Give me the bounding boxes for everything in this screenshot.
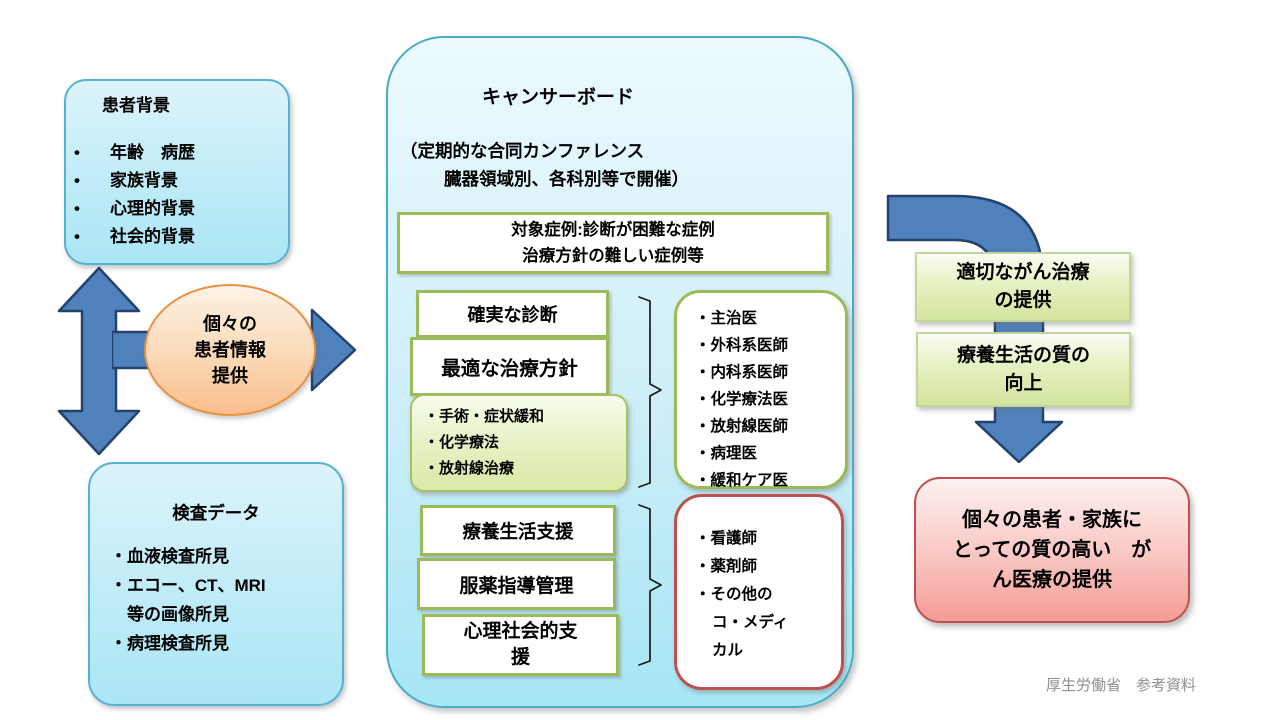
diagnosis-box: 確実な診断 xyxy=(416,290,609,338)
list-item: ・血液検査所見 xyxy=(110,547,229,566)
list-item: ・内科系医師 xyxy=(695,364,789,381)
list-item: 家族背景 xyxy=(66,167,288,195)
target-case-line: 対象症例:診断が困難な症例 xyxy=(511,221,715,239)
list-item: 心理的背景 xyxy=(66,195,288,223)
doctors-list: ・主治医 ・外科系医師 ・内科系医師 ・化学療法医 ・放射線医師 ・病理医 ・緩… xyxy=(695,305,788,494)
test-data-list: ・血液検査所見 ・エコー、CT、MRI 等の画像所見 ・病理検査所見 xyxy=(110,542,266,658)
bracket-icon xyxy=(638,296,662,488)
list-item: ・主治医 xyxy=(695,310,758,327)
ellipse-text-line: 個々の xyxy=(203,314,257,334)
list-item: ・薬剤師 xyxy=(695,558,758,575)
final-goal-line: とっての質の高い が xyxy=(952,539,1152,561)
treatment-items-list: ・手術・症状緩和 ・化学療法 ・放射線治療 xyxy=(424,404,544,482)
list-item: ・エコー、CT、MRI xyxy=(110,576,266,595)
list-item: ・緩和ケア医 xyxy=(695,472,789,489)
target-case-box: 対象症例:診断が困難な症例 治療方針の難しい症例等 xyxy=(397,212,829,274)
final-goal-line: 個々の患者・家族に xyxy=(962,509,1142,531)
list-item: 等の画像所見 xyxy=(127,605,229,624)
test-data-box: 検査データ ・血液検査所見 ・エコー、CT、MRI 等の画像所見 ・病理検査所見 xyxy=(88,462,344,706)
list-item: ・化学療法医 xyxy=(695,391,789,408)
list-item: ・その他の xyxy=(695,586,773,603)
final-goal-line: ん医療の提供 xyxy=(992,569,1112,591)
outcome-line: 適切ながん治療 xyxy=(956,262,1090,283)
outcome-treatment-box: 適切ながん治療 の提供 xyxy=(915,252,1131,322)
treatment-items-box: ・手術・症状緩和 ・化学療法 ・放射線治療 xyxy=(410,394,628,492)
ellipse-text-line: 患者情報 xyxy=(194,340,266,360)
list-item: ・看護師 xyxy=(695,530,758,547)
cancer-board-subtitle-line: （定期的な合同カンファレンス xyxy=(400,141,645,161)
source-credit: 厚生労働省 参考資料 xyxy=(1046,677,1197,694)
list-item: ・外科系医師 xyxy=(695,337,789,354)
bracket-icon xyxy=(638,504,662,666)
list-item: 年齢 病歴 xyxy=(66,139,288,167)
list-item: カル xyxy=(712,642,744,659)
bent-down-arrow-icon xyxy=(886,194,1064,464)
comedical-box: ・看護師 ・薬剤師 ・その他の コ・メディ カル xyxy=(674,494,844,690)
cancer-board-subtitle-line: 臓器領域別、各科別等で開催） xyxy=(444,169,689,189)
up-down-arrow-icon xyxy=(57,266,141,456)
comedical-list: ・看護師 ・薬剤師 ・その他の コ・メディ カル xyxy=(695,525,788,665)
patient-background-title: 患者背景 xyxy=(102,96,170,115)
support-life-box: 療養生活支援 xyxy=(420,505,616,556)
outcome-line: 療養生活の質の xyxy=(956,344,1090,366)
list-item: ・化学療法 xyxy=(424,434,500,451)
support-psychosocial-line: 心理社会的支 xyxy=(463,621,578,642)
list-item: ・放射線治療 xyxy=(424,460,515,477)
outcome-quality-box: 療養生活の質の 向上 xyxy=(916,332,1131,407)
list-item: コ・メディ xyxy=(712,614,789,631)
list-item: 社会的背景 xyxy=(66,223,288,251)
target-case-line: 治療方針の難しい症例等 xyxy=(522,247,704,265)
doctors-box: ・主治医 ・外科系医師 ・内科系医師 ・化学療法医 ・放射線医師 ・病理医 ・緩… xyxy=(674,290,848,489)
patient-info-ellipse: 個々の 患者情報 提供 xyxy=(144,284,316,416)
outcome-line: 向上 xyxy=(1004,372,1043,394)
ellipse-text-line: 提供 xyxy=(212,366,248,386)
support-psychosocial-box: 心理社会的支 援 xyxy=(422,614,619,676)
list-item: ・病理医 xyxy=(695,445,758,462)
cancer-board-title: キャンサーボード xyxy=(482,87,635,108)
patient-background-box: 患者背景 年齢 病歴 家族背景 心理的背景 社会的背景 xyxy=(64,79,290,265)
patient-background-list: 年齢 病歴 家族背景 心理的背景 社会的背景 xyxy=(66,139,288,251)
support-psychosocial-line: 援 xyxy=(510,647,530,668)
list-item: ・放射線医師 xyxy=(695,418,789,435)
list-item: ・病理検査所見 xyxy=(110,634,229,653)
final-goal-box: 個々の患者・家族に とっての質の高い が ん医療の提供 xyxy=(914,477,1190,623)
test-data-title: 検査データ xyxy=(172,503,260,523)
list-item: ・手術・症状緩和 xyxy=(424,408,545,425)
cancer-board-box: キャンサーボード （定期的な合同カンファレンス 臓器領域別、各科別等で開催） 対… xyxy=(386,36,854,708)
outcome-line: の提供 xyxy=(994,290,1052,311)
support-medication-box: 服薬指導管理 xyxy=(417,558,616,610)
treatment-policy-box: 最適な治療方針 xyxy=(410,337,609,396)
